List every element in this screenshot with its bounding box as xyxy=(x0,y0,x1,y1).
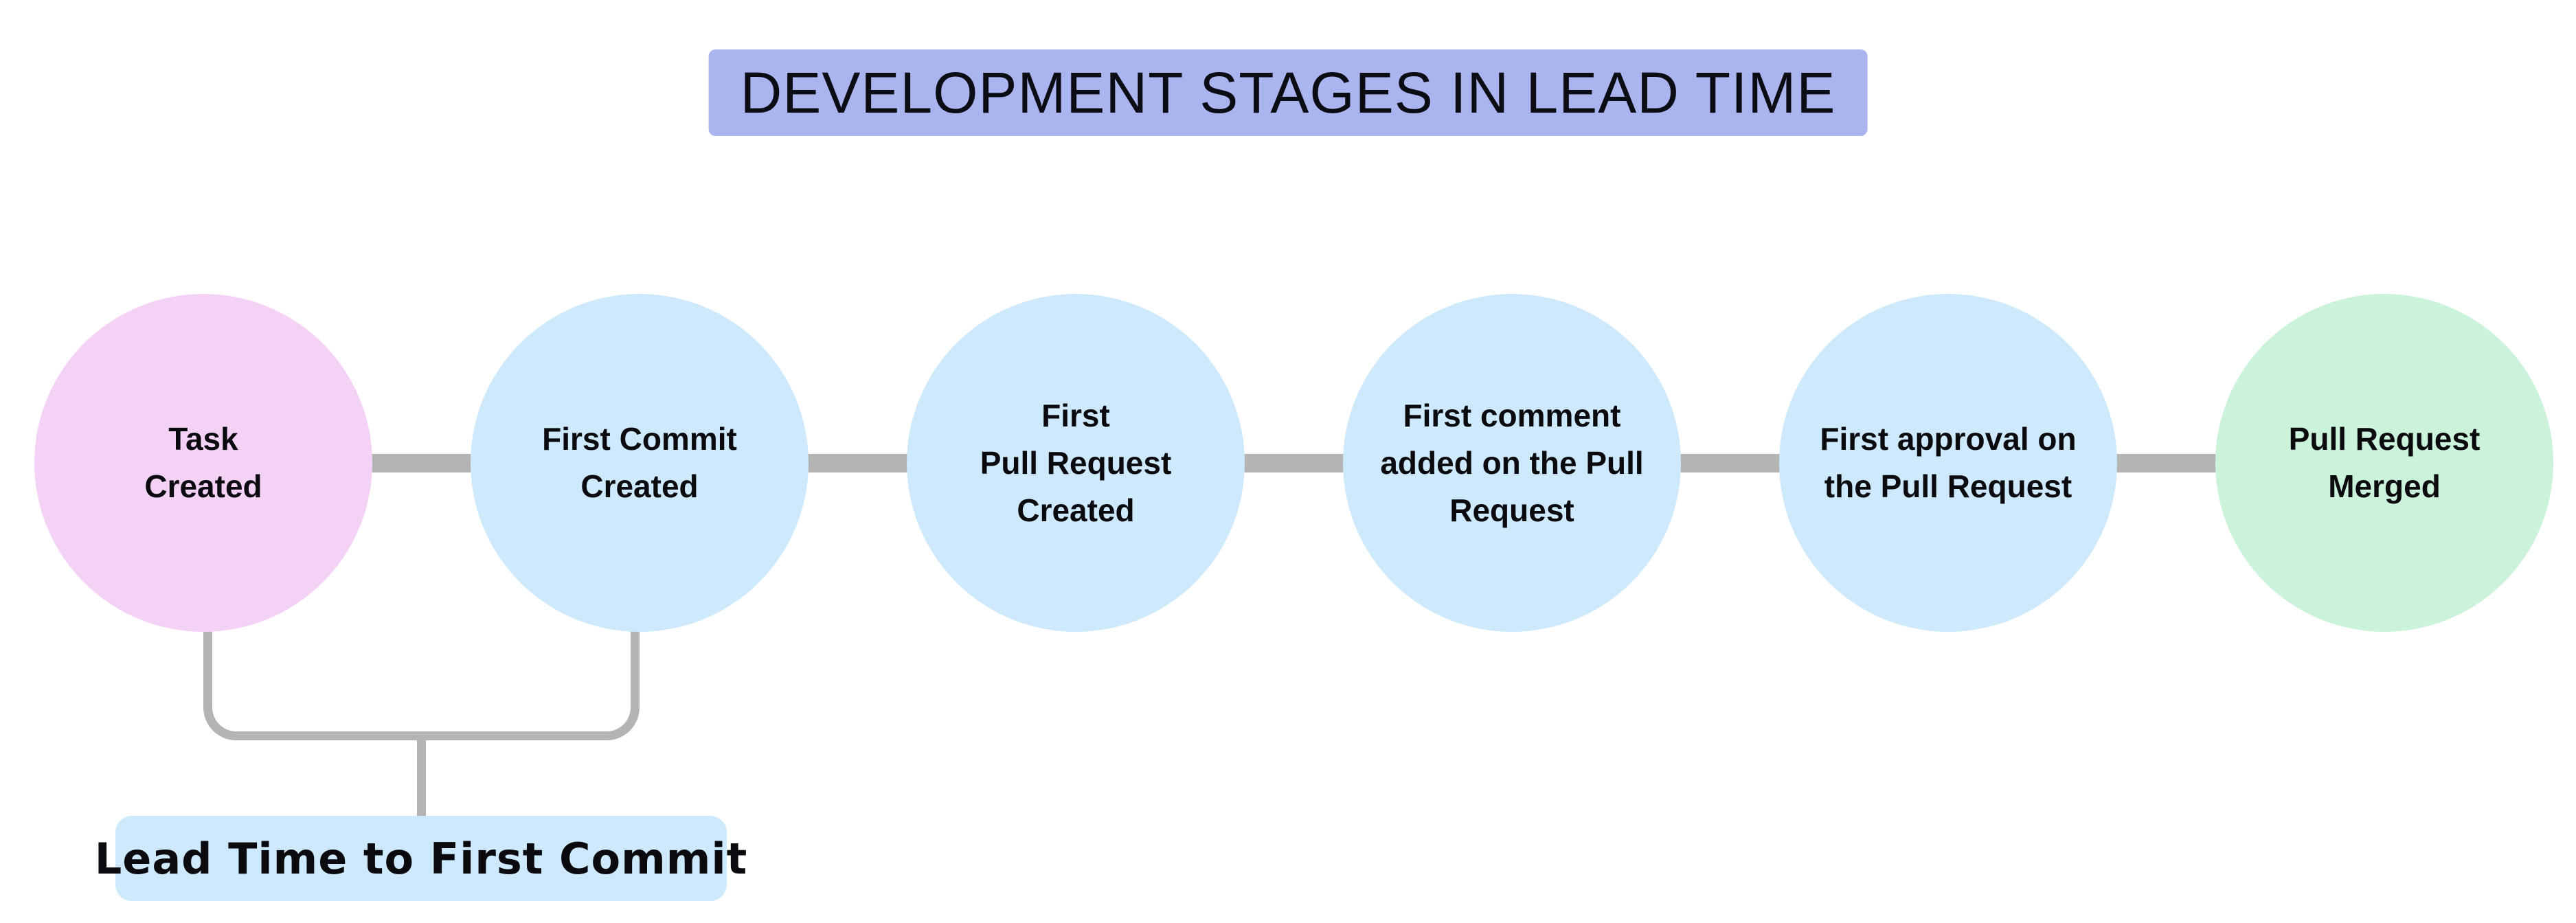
stage-label-line: Pull Request xyxy=(2288,421,2481,457)
stage-label-line: Pull Request xyxy=(980,444,1172,481)
lead-time-bracket-stem xyxy=(417,731,426,817)
stage-label-line: First approval on xyxy=(1820,421,2077,457)
stage-label-line: Created xyxy=(1017,492,1135,528)
stage-label-line: Request xyxy=(1449,492,1574,528)
stage-label-line: First Commit xyxy=(542,421,737,457)
diagram-title: DEVELOPMENT STAGES IN LEAD TIME xyxy=(708,49,1868,136)
stage-label-line: added on the Pull xyxy=(1380,444,1644,481)
stage-label-line: First comment xyxy=(1403,397,1621,433)
stage-label-line: Created xyxy=(144,468,262,504)
lead-time-bracket xyxy=(203,630,640,740)
stage-label-line: Created xyxy=(580,468,699,504)
stage-label-line: Task xyxy=(168,421,238,457)
lead-time-annotation-label: Lead Time to First Commit xyxy=(95,816,747,901)
stage-label-line: the Pull Request xyxy=(1824,468,2072,504)
stage-label-line: Merged xyxy=(2328,468,2441,504)
stage-label-line: First xyxy=(1041,397,1110,433)
stage-node-5: First approval on the Pull Request xyxy=(1779,294,2117,632)
